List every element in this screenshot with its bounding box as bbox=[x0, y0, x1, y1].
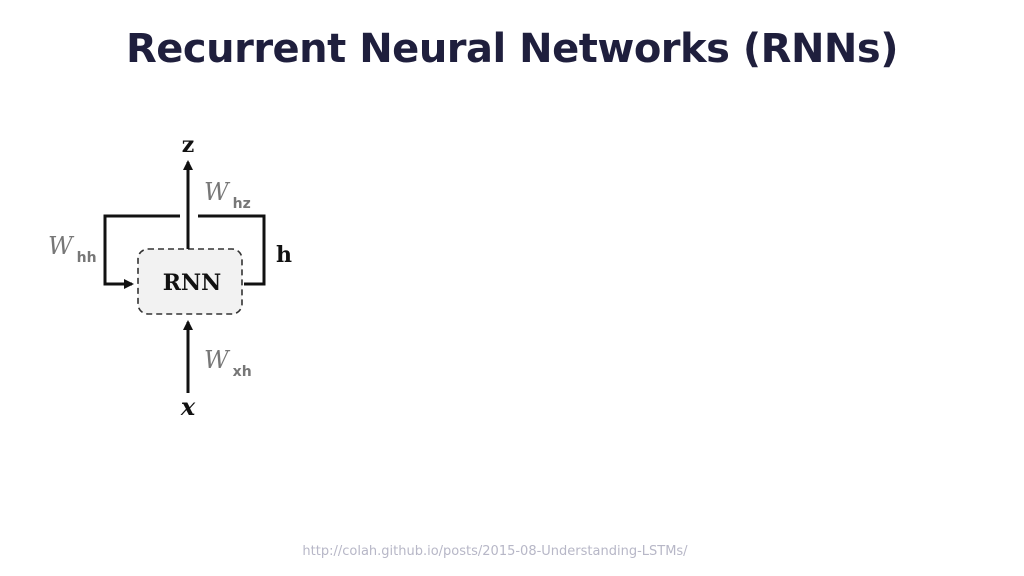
hidden-state-label-h: h bbox=[276, 242, 292, 268]
output-label-z: z bbox=[182, 132, 195, 158]
weight-hh-subscript: hh bbox=[77, 250, 97, 266]
weight-xh-subscript: xh bbox=[233, 364, 252, 380]
recurrent-loop-right bbox=[198, 214, 266, 286]
weight-hz-subscript: hz bbox=[233, 196, 251, 212]
rnn-node bbox=[137, 248, 243, 315]
weight-xh-symbol: W bbox=[204, 346, 231, 374]
rnn-node-label: RNN bbox=[163, 270, 222, 296]
weight-hh-label: W hh bbox=[48, 232, 97, 266]
weight-hz-symbol: W bbox=[204, 178, 231, 206]
input-label-x: x bbox=[180, 392, 196, 421]
weight-hh-symbol: W bbox=[48, 232, 75, 260]
slide-title: Recurrent Neural Networks (RNNs) bbox=[125, 26, 899, 72]
weight-hz-label: W hz bbox=[204, 178, 251, 212]
weight-xh-label: W xh bbox=[204, 346, 252, 380]
recurrent-loop-left bbox=[103, 214, 180, 289]
source-link[interactable]: http://colah.github.io/posts/2015-08-Und… bbox=[302, 544, 688, 559]
